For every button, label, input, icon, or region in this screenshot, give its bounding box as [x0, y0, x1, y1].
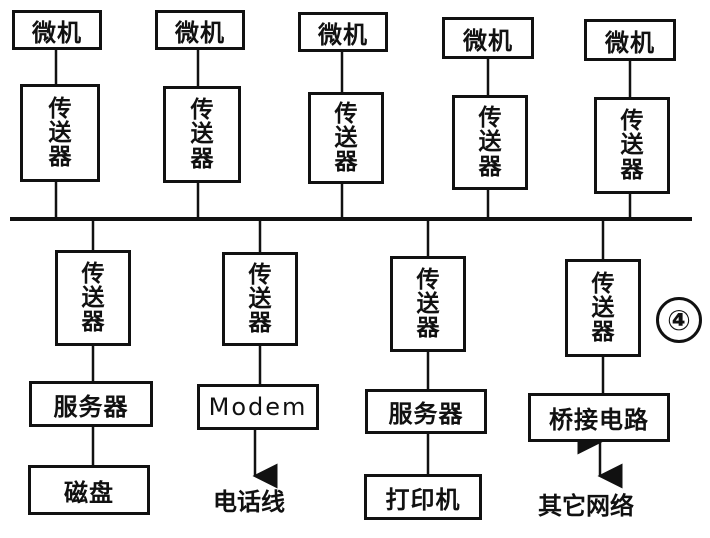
transmitter-box-top-3: 传 送 器 — [308, 92, 384, 184]
attached-label: 磁盘 — [64, 478, 114, 507]
transmitter-char: 传 — [620, 108, 644, 135]
microcomputer-label: 微机 — [32, 18, 82, 47]
bridge-circuit-box: 桥接电路 — [528, 393, 670, 442]
transmitter-char: 送 — [81, 284, 105, 311]
server-box-1: 服务器 — [29, 381, 153, 427]
microcomputer-box-2: 微机 — [155, 10, 245, 50]
transmitter-box-top-1: 传 送 器 — [20, 84, 100, 182]
transmitter-char: 器 — [48, 144, 72, 171]
microcomputer-label: 微机 — [175, 18, 225, 47]
transmitter-box-bottom-4: 传 送 器 — [565, 259, 641, 357]
transmitter-box-bottom-3: 传 送 器 — [390, 256, 466, 352]
attached-label: 打印机 — [385, 485, 461, 514]
microcomputer-box-4: 微机 — [442, 17, 534, 59]
transmitter-char: 器 — [591, 319, 615, 346]
transmitter-char: 传 — [248, 261, 272, 288]
transmitter-char: 传 — [478, 105, 502, 132]
microcomputer-box-3: 微机 — [298, 12, 388, 52]
device-label: Modem — [208, 393, 308, 421]
transmitter-char: 器 — [248, 310, 272, 337]
transmitter-char: 送 — [478, 129, 502, 156]
transmitter-char: 传 — [416, 266, 440, 293]
microcomputer-box-1: 微机 — [12, 10, 102, 50]
microcomputer-label: 微机 — [463, 26, 513, 55]
transmitter-box-top-5: 传 送 器 — [594, 97, 670, 194]
modem-box: Modem — [197, 384, 319, 430]
transmitter-char: 传 — [190, 97, 214, 124]
transmitter-char: 送 — [416, 290, 440, 317]
transmitter-char: 送 — [248, 285, 272, 312]
transmitter-char: 器 — [478, 153, 502, 180]
microcomputer-label: 微机 — [318, 20, 368, 49]
transmitter-char: 器 — [190, 145, 214, 172]
printer-box: 打印机 — [364, 474, 482, 520]
transmitter-char: 器 — [416, 315, 440, 342]
device-label: 服务器 — [388, 400, 464, 428]
transmitter-char: 器 — [620, 156, 644, 183]
figure-number-badge: ④ — [656, 297, 702, 343]
transmitter-char: 器 — [81, 309, 105, 336]
transmitter-char: 传 — [591, 270, 615, 297]
transmitter-box-top-4: 传 送 器 — [452, 95, 528, 190]
microcomputer-label: 微机 — [605, 28, 655, 57]
transmitter-char: 器 — [334, 149, 358, 176]
transmitter-char: 传 — [48, 95, 72, 122]
transmitter-box-bottom-1: 传 送 器 — [55, 250, 131, 346]
transmitter-char: 送 — [334, 124, 358, 151]
transmitter-char: 送 — [591, 294, 615, 321]
transmitter-box-top-2: 传 送 器 — [163, 86, 241, 183]
transmitter-char: 传 — [81, 260, 105, 287]
device-label: 服务器 — [53, 392, 129, 421]
transmitter-char: 送 — [48, 119, 72, 146]
microcomputer-box-5: 微机 — [584, 19, 676, 61]
server-box-2: 服务器 — [365, 389, 487, 434]
top-connectors — [54, 50, 632, 219]
transmitter-box-bottom-2: 传 送 器 — [222, 252, 298, 346]
figure-number: ④ — [667, 303, 691, 337]
transmitter-char: 传 — [334, 100, 358, 127]
device-label: 桥接电路 — [549, 406, 649, 434]
other-network-label: 其它网络 — [538, 492, 634, 520]
transmitter-char: 送 — [190, 121, 214, 148]
bottom-connectors — [91, 219, 605, 474]
phone-line-label: 电话线 — [213, 488, 285, 516]
transmitter-char: 送 — [620, 132, 644, 159]
disk-box: 磁盘 — [28, 465, 150, 515]
